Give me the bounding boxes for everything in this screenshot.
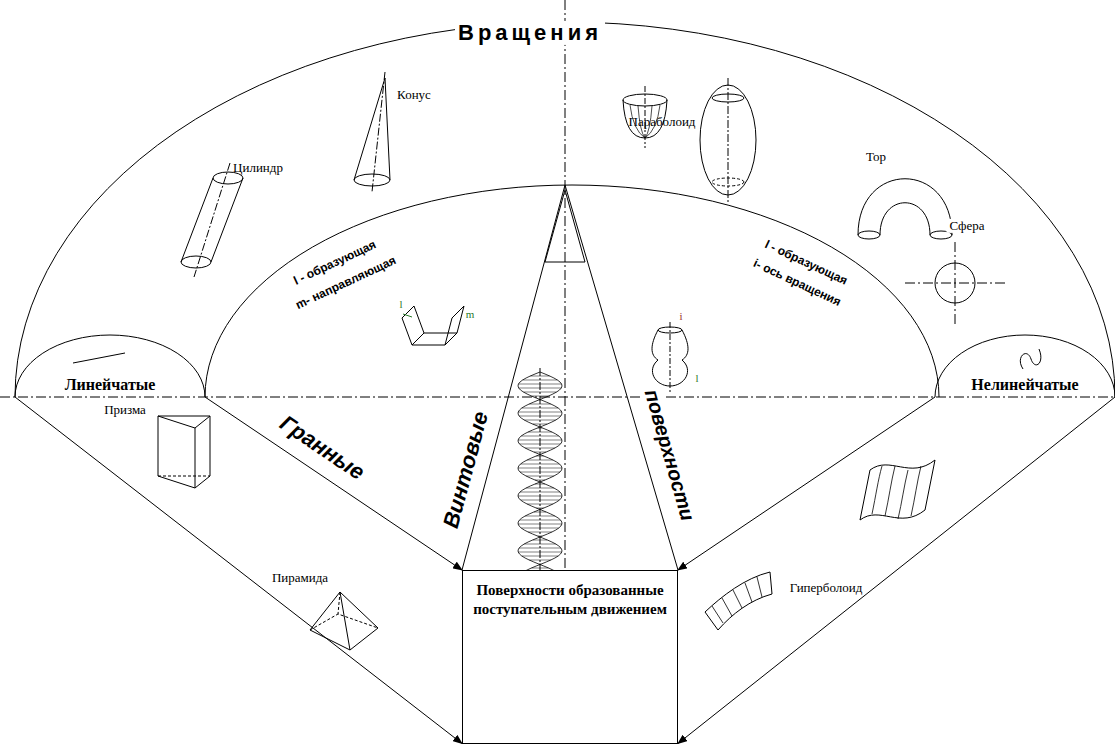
category-label: Винтовые	[438, 406, 494, 534]
node-text: Линейчатые	[15, 376, 205, 394]
figure-label: Цилиндр	[233, 161, 283, 175]
line-letter: m	[466, 308, 475, 320]
category-box: Поверхности образованные поступательным …	[462, 570, 678, 744]
diagram-title: Вращения	[455, 21, 605, 45]
connector-arrow	[205, 397, 462, 570]
category-dome: Нелинейчатые	[935, 335, 1115, 397]
connector-arrow	[678, 397, 935, 570]
node-text: Поверхности образованные поступательным …	[469, 581, 671, 619]
connector-arrow	[678, 397, 1115, 744]
figure-label: Тор	[866, 150, 886, 164]
category-label: Гранные	[273, 409, 371, 486]
category-label: поверхности	[640, 384, 700, 526]
figure-label: Сфера	[946, 219, 987, 233]
node-text: Нелинейчатые	[935, 376, 1115, 394]
line-letter: l	[695, 372, 698, 384]
figure-label: Пирамида	[272, 571, 328, 585]
figure-label: Конус	[397, 88, 431, 102]
category-dome: Линейчатые	[15, 335, 205, 397]
line-letter: l	[399, 298, 402, 310]
line-letter: i	[679, 310, 682, 322]
figure-label: Призма	[104, 403, 146, 417]
figure-label: Параболоид	[629, 115, 696, 129]
figure-label: Гиперболоид	[790, 581, 863, 595]
connector-arrow	[15, 397, 462, 744]
